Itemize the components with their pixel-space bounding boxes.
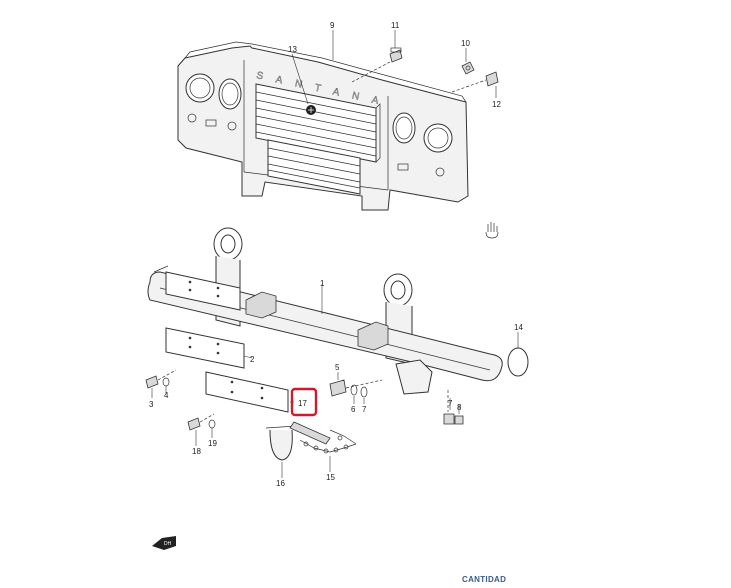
callout-8[interactable]: 8 (457, 403, 462, 412)
callout-14[interactable]: 14 (514, 323, 523, 332)
callout-13[interactable]: 13 (288, 45, 297, 54)
front-grille-panel: SANTANA (177, 41, 469, 211)
nut-7 (360, 386, 368, 398)
nut-8 (454, 415, 464, 425)
callout-6[interactable]: 6 (351, 405, 356, 414)
bolt-7-right (443, 390, 455, 425)
cap-14 (507, 347, 529, 377)
washer-4 (162, 377, 170, 387)
callout-19[interactable]: 19 (208, 439, 217, 448)
callout-10[interactable]: 10 (461, 39, 470, 48)
hand-icon (485, 222, 499, 239)
bumper-assembly (147, 227, 503, 395)
leader-lines (151, 30, 519, 478)
screw-3 (145, 369, 177, 389)
callout-7[interactable]: 7 (362, 405, 367, 414)
screw-18 (187, 413, 215, 431)
number-plate-upper (165, 271, 241, 311)
callout-11[interactable]: 11 (391, 21, 400, 30)
callout-18[interactable]: 18 (192, 447, 201, 456)
grille-slats (255, 83, 381, 195)
callout-12[interactable]: 12 (492, 100, 501, 109)
callout-1[interactable]: 1 (320, 279, 325, 288)
bolt-12 (451, 71, 499, 93)
chain-15 (299, 429, 357, 454)
bolt-11 (351, 47, 403, 83)
callout-5[interactable]: 5 (335, 363, 340, 372)
washer-6 (350, 384, 358, 396)
callout-2[interactable]: 2 (250, 355, 255, 364)
callout-15[interactable]: 15 (326, 473, 335, 482)
front-direction-arrow-icon: DH (152, 536, 176, 550)
callout-17-highlight (290, 387, 318, 417)
number-plate-2 (165, 327, 245, 369)
callout-7-right[interactable]: 7 (448, 399, 453, 408)
callout-4[interactable]: 4 (164, 391, 169, 400)
callout-numbers: 1 2 3 4 5 6 7 7 8 9 10 11 12 13 14 15 16… (149, 21, 523, 488)
shackle-16 (265, 421, 331, 461)
nut-10 (461, 61, 475, 75)
callout-16[interactable]: 16 (276, 479, 285, 488)
bolt-5 (329, 379, 383, 397)
svg-text:DH: DH (164, 541, 172, 547)
washer-19 (208, 419, 216, 429)
number-plate-17 (205, 371, 289, 413)
callout-3[interactable]: 3 (149, 400, 154, 409)
quantity-column-header[interactable]: CANTIDAD (462, 575, 507, 584)
callout-17[interactable]: 17 (298, 399, 307, 408)
callout-9[interactable]: 9 (330, 21, 335, 30)
